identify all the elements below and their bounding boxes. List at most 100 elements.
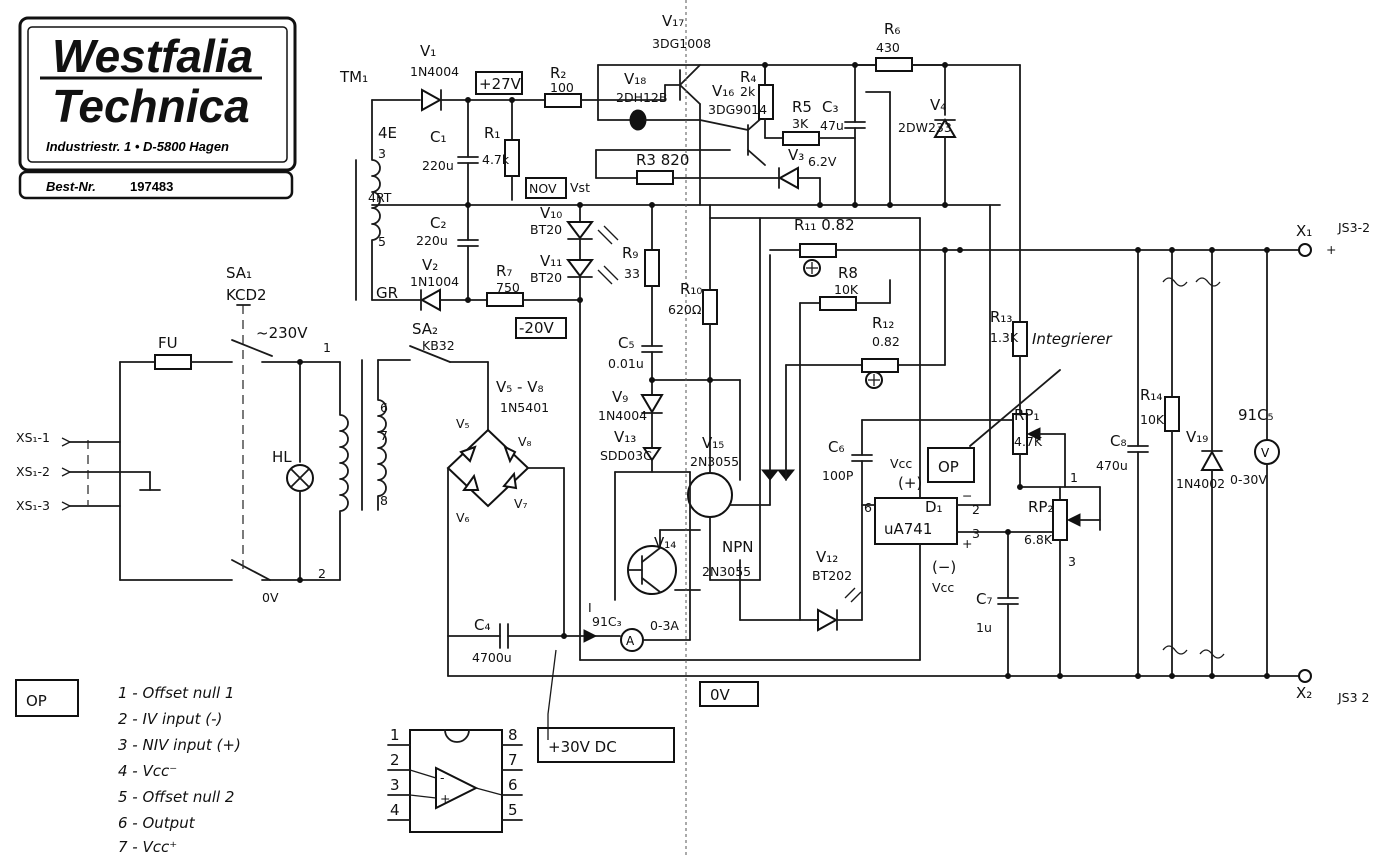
label-v2-type: 1N1004 xyxy=(410,274,459,289)
label-v9: V₉ xyxy=(612,388,628,406)
label-v10-type: BT20 xyxy=(530,222,562,237)
resistor-r14 xyxy=(1164,396,1180,432)
diode-v2 xyxy=(419,288,441,312)
label-v18: V₁₈ xyxy=(624,70,646,88)
diode-v5 xyxy=(459,445,477,463)
label-d1: D₁ xyxy=(925,498,943,516)
led-v10 xyxy=(566,221,594,240)
label-v5: V₅ xyxy=(456,416,470,431)
label-fu: FU xyxy=(158,334,178,352)
label-r2-val: 100 xyxy=(550,80,574,95)
brand-line2: Technica xyxy=(52,80,250,132)
label-r7: R₇ xyxy=(496,262,512,280)
pin-left-4: 4 xyxy=(390,801,400,819)
pin-right-7: 7 xyxy=(508,751,518,769)
switch-sa2 xyxy=(409,345,451,363)
label-plus30: +30V DC xyxy=(548,738,617,756)
label-v17-type: 3DG1008 xyxy=(652,36,711,51)
output-terminal-x1[interactable] xyxy=(1298,243,1312,257)
label-c7: C₇ xyxy=(976,590,993,608)
label-js2: JS3 2 xyxy=(1337,690,1370,705)
label-c7-val: 1u xyxy=(976,620,992,635)
opamp-output-section: V xyxy=(851,64,1312,683)
diode-v12 xyxy=(817,608,839,632)
label-r4-val: 2k xyxy=(740,84,756,99)
label-r13: R₁₃ xyxy=(990,308,1012,326)
output-terminal-x2[interactable] xyxy=(1298,669,1312,683)
label-c8-val: 470u xyxy=(1096,458,1128,473)
label-c2: C₂ xyxy=(430,214,447,232)
pin-left-2: 2 xyxy=(390,751,400,769)
label-c3-val: 47u xyxy=(820,118,844,133)
label-vcc-bottom: Vcc xyxy=(932,580,954,595)
bridge-diamond xyxy=(446,428,530,508)
label-c6-val: 100P xyxy=(822,468,854,483)
legend-item-1: 1 - Offset null 1 xyxy=(118,684,234,702)
svg-text:-: - xyxy=(440,770,445,785)
label-d1-type: uA741 xyxy=(884,520,932,538)
resistor-r9 xyxy=(644,249,660,287)
label-v1: V₁ xyxy=(420,42,436,60)
label-kcd2: KCD2 xyxy=(226,286,267,304)
diode-v19 xyxy=(1200,449,1224,471)
diode-v9 xyxy=(640,394,664,414)
label-v3-val: 6.2V xyxy=(808,154,837,169)
zener-v3 xyxy=(777,166,799,190)
label-v2: V₂ xyxy=(422,256,438,274)
label-r9-val: 33 xyxy=(624,266,640,281)
label-d1-pin6: 6 xyxy=(864,500,872,515)
label-r12: R₁₂ xyxy=(872,314,894,332)
order-label: Best-Nr. xyxy=(46,179,96,194)
label-v16: V₁₆ xyxy=(712,82,734,100)
legend-op-box xyxy=(15,679,79,717)
label-xs2: XS₁-2 xyxy=(16,464,50,479)
zener-v18 xyxy=(629,109,647,131)
transformer-secondary-b xyxy=(377,359,387,511)
label-nov: NOV xyxy=(529,181,557,196)
label-v18-type: 2DH12B xyxy=(616,90,667,105)
label-x2: X₂ xyxy=(1296,684,1312,702)
label-minus20: -20V xyxy=(519,319,554,337)
component-labels: TM₁ 4E 3 4RT 5 GR 6 7 8 1 2 SA₁ KCD2 ~23… xyxy=(16,12,1370,756)
resistor-r3 xyxy=(636,170,674,185)
label-pin-1: 1 xyxy=(323,340,331,355)
label-rp2: RP₂ xyxy=(1028,498,1053,516)
led-v11 xyxy=(566,259,594,278)
secondary-rectifier-section xyxy=(355,88,1001,661)
label-c2-val: 220u xyxy=(416,233,448,248)
tag-op-box xyxy=(927,447,975,483)
label-mains: ~230V xyxy=(256,324,308,342)
label-4rt: 4RT xyxy=(368,190,392,205)
label-v7: V₇ xyxy=(514,496,528,511)
resistor-r11 xyxy=(799,243,837,258)
pin-right-6: 6 xyxy=(508,776,518,794)
label-r5-val: 3K xyxy=(792,116,809,131)
mains-switch-sa1-top xyxy=(231,339,273,357)
label-v17: V₁₇ xyxy=(662,12,684,30)
legend-item-5: 5 - Offset null 2 xyxy=(118,788,234,806)
label-x1-plus: + xyxy=(1326,242,1336,257)
label-plus27: +27V xyxy=(479,75,522,93)
label-sa1: SA₁ xyxy=(226,264,252,282)
label-r10: R₁₀ xyxy=(680,280,702,298)
label-r6-val: 430 xyxy=(876,40,900,55)
label-ammeter-range: 0-3A xyxy=(650,618,679,633)
label-vcc-plus: (+) xyxy=(898,474,922,492)
label-rp2-pin3: 3 xyxy=(1068,554,1076,569)
label-v19: V₁₉ xyxy=(1186,428,1208,446)
label-r1: R₁ xyxy=(484,124,500,142)
tag-zero-box xyxy=(699,681,759,707)
label-zero-bus: 0V xyxy=(710,686,731,704)
regulator-section xyxy=(595,57,1301,632)
label-tm1: TM₁ xyxy=(339,68,368,86)
label-rp2-pin1: 1 xyxy=(1070,470,1078,485)
label-v16-type: 3DG9014 xyxy=(708,102,767,117)
label-v19-type: 1N4002 xyxy=(1176,476,1225,491)
label-pin-7: 7 xyxy=(380,428,388,443)
svg-text:+: + xyxy=(440,791,450,806)
label-c3: C₃ xyxy=(822,98,839,116)
legend-item-2: 2 - IV input (-) xyxy=(118,710,222,728)
resistor-r10 xyxy=(702,289,718,325)
label-d1-pin2: 2 xyxy=(972,502,980,517)
resistor-r12 xyxy=(861,358,899,373)
